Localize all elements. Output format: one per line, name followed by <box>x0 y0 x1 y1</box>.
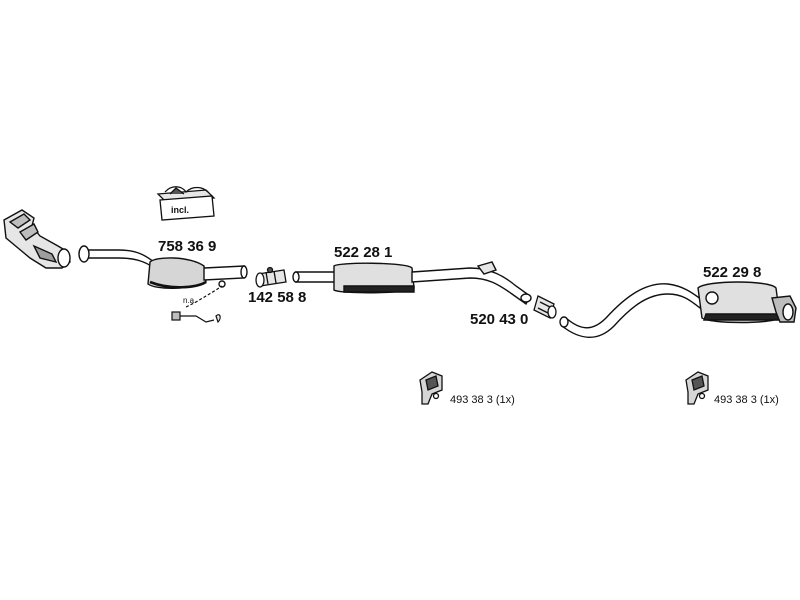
part-number-connector-rear: 520 43 0 <box>470 311 529 328</box>
rubber-hanger-rear <box>685 371 709 405</box>
incl-box <box>156 186 216 221</box>
catalytic-converter <box>78 245 248 289</box>
part-number-middle-silencer: 522 28 1 <box>334 244 393 261</box>
rear-silencer <box>559 281 797 338</box>
connector-clamp-front <box>255 266 287 288</box>
middle-silencer <box>292 261 532 306</box>
lambda-sensor <box>171 285 223 324</box>
part-number-rear-silencer: 522 29 8 <box>703 264 762 281</box>
rubber-hanger-middle <box>419 371 443 405</box>
incl-label: incl. <box>171 205 190 215</box>
hanger-rear-label: 493 38 3 (1x) <box>714 394 779 406</box>
connector-clamp-rear <box>533 295 557 319</box>
part-number-connector-front: 142 58 8 <box>248 289 307 306</box>
hanger-middle-label: 493 38 3 (1x) <box>450 394 515 406</box>
exhaust-manifold <box>3 209 71 269</box>
lambda-sensor-note: n.a. <box>183 296 197 305</box>
part-number-catalytic-converter: 758 36 9 <box>158 238 217 255</box>
